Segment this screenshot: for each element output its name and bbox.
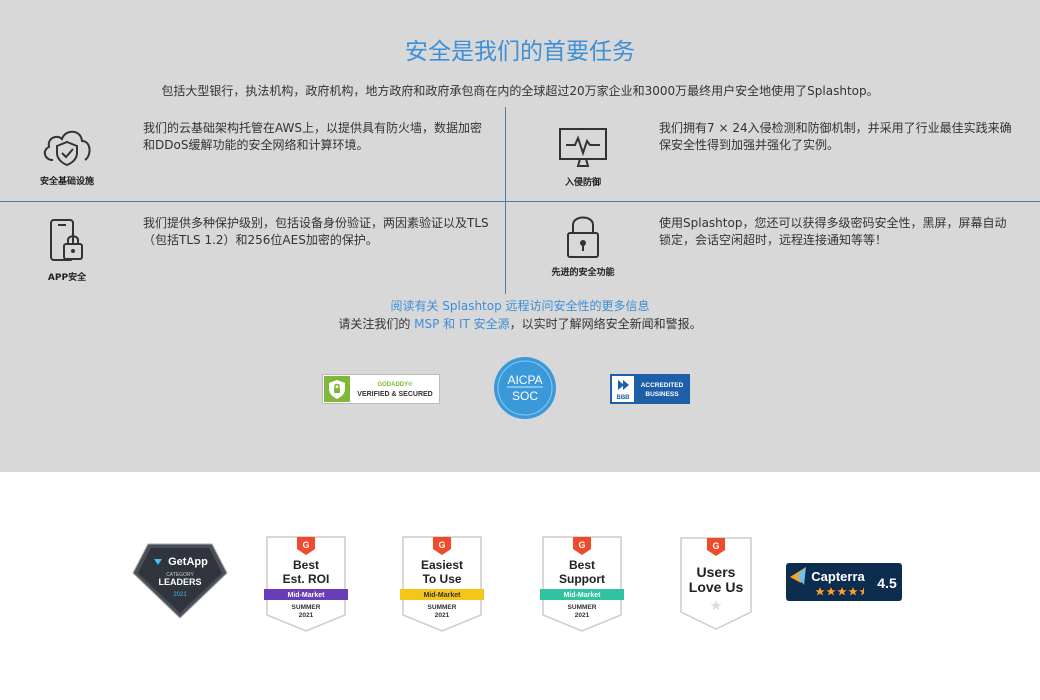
section-subtitle: 包括大型银行，执法机构，政府机构，地方政府和政府承包商在内的全球超过20万家企业…	[161, 84, 879, 98]
msp-it-security-link[interactable]: MSP 和 IT 安全源	[414, 317, 510, 331]
svg-text:SUMMER: SUMMER	[428, 604, 457, 611]
svg-text:BBB: BBB	[617, 395, 631, 401]
feature-infrastructure-text: 我们的云基础架构托管在AWS上，以提供具有防火墙，数据加密 和DDoS缓解功能的…	[143, 121, 483, 152]
svg-text:LEADERS: LEADERS	[158, 577, 201, 587]
feature-label: 安全基础设施	[39, 177, 94, 187]
bbb-accredited-badge: BBB ACCREDITED BUSINESS	[610, 374, 690, 408]
svg-text:CATEGORY: CATEGORY	[166, 572, 194, 578]
feature-label: APP安全	[47, 273, 87, 283]
svg-text:2021: 2021	[575, 612, 590, 619]
cloud-shield-icon	[43, 130, 91, 167]
svg-text:SUMMER: SUMMER	[568, 604, 597, 611]
grid-divider-vertical	[505, 107, 506, 294]
read-more-row: 阅读有关 Splashtop 远程访问安全性的更多信息	[0, 297, 1040, 314]
capterra-rating-badge: Capterra 4.5	[786, 563, 902, 605]
feature-intrusion: 入侵防御	[546, 127, 620, 188]
g2-ribbon	[540, 589, 624, 600]
godaddy-verified-badge: GODADDY® VERIFIED & SECURED	[322, 374, 440, 408]
svg-text:Mid-Market: Mid-Market	[424, 592, 462, 599]
feature-label: 先进的安全功能	[551, 268, 615, 278]
svg-text:GODADDY®: GODADDY®	[377, 381, 413, 388]
svg-text:Capterra: Capterra	[811, 569, 865, 584]
svg-text:Mid-Market: Mid-Market	[288, 592, 326, 599]
svg-text:GetApp: GetApp	[168, 556, 208, 568]
svg-text:Best: Best	[293, 558, 319, 572]
g2-easiest-to-use-badge: G Easiest To Use Mid-Market SUMMER 2021	[400, 535, 484, 637]
phone-lock-icon	[50, 219, 83, 261]
read-more-link[interactable]: 阅读有关 Splashtop 远程访问安全性的更多信息	[390, 299, 650, 313]
security-section: 安全是我们的首要任务 包括大型银行，执法机构，政府机构，地方政府和政府承包商在内…	[0, 0, 1040, 472]
svg-text:Love Us: Love Us	[689, 579, 744, 595]
feature-intrusion-text: 我们拥有7 × 24入侵检测和防御机制，并采用了行业最佳实践来确 保安全性得到加…	[659, 121, 1012, 152]
padlock-icon	[567, 216, 599, 258]
svg-text:Mid-Market: Mid-Market	[564, 592, 602, 599]
feature-advanced-security: 先进的安全功能	[540, 213, 626, 278]
capterra-stars	[815, 587, 864, 596]
svg-text:SUMMER: SUMMER	[292, 604, 321, 611]
svg-text:BUSINESS: BUSINESS	[645, 391, 679, 398]
svg-text:ACCREDITED: ACCREDITED	[641, 382, 684, 389]
g2-ribbon	[264, 589, 348, 600]
svg-text:G: G	[438, 540, 445, 550]
svg-text:Support: Support	[559, 572, 605, 586]
svg-text:Users: Users	[697, 564, 736, 580]
feature-infrastructure: 安全基础设施	[30, 122, 104, 187]
g2-ribbon	[400, 589, 484, 600]
g2-users-love-us-badge: G Users Love Us	[678, 536, 754, 636]
grid-divider-horizontal	[0, 201, 1040, 202]
svg-text:G: G	[712, 541, 719, 551]
svg-text:To Use: To Use	[422, 572, 461, 586]
svg-text:SOC: SOC	[512, 389, 538, 403]
feature-app-security: APP安全	[30, 218, 104, 283]
g2-best-support-badge: G Best Support Mid-Market SUMMER 2021	[540, 535, 624, 637]
svg-text:2021: 2021	[173, 592, 187, 598]
svg-text:G: G	[302, 540, 309, 550]
feature-app-security-text: 我们提供多种保护级别，包括设备身份验证，两因素验证以及TLS （包括TLS 1.…	[143, 216, 489, 247]
svg-text:Best: Best	[569, 558, 595, 572]
svg-text:4.5: 4.5	[877, 575, 897, 591]
aicpa-soc-badge: AICPA SOC	[493, 356, 559, 426]
svg-text:2021: 2021	[299, 612, 314, 619]
section-heading: 安全是我们的首要任务	[405, 39, 635, 65]
feature-label: 入侵防御	[564, 178, 601, 188]
getapp-category-leaders-badge: GetApp CATEGORY LEADERS 2021	[132, 543, 228, 623]
g2-best-roi-badge: G Best Est. ROI Mid-Market SUMMER 2021	[264, 535, 348, 637]
svg-text:AICPA: AICPA	[507, 373, 542, 387]
svg-text:2021: 2021	[435, 612, 450, 619]
follow-row: 请关注我们的 MSP 和 IT 安全源，以实时了解网络安全新闻和警报。	[338, 317, 702, 331]
svg-text:VERIFIED & SECURED: VERIFIED & SECURED	[357, 391, 432, 398]
svg-text:G: G	[578, 540, 585, 550]
feature-advanced-security-text: 使用Splashtop，您还可以获得多级密码安全性，黑屏，屏幕自动 锁定，会话空…	[659, 216, 1007, 247]
monitor-pulse-icon	[559, 128, 607, 167]
svg-text:Est. ROI: Est. ROI	[283, 572, 330, 586]
svg-text:Easiest: Easiest	[421, 558, 463, 572]
